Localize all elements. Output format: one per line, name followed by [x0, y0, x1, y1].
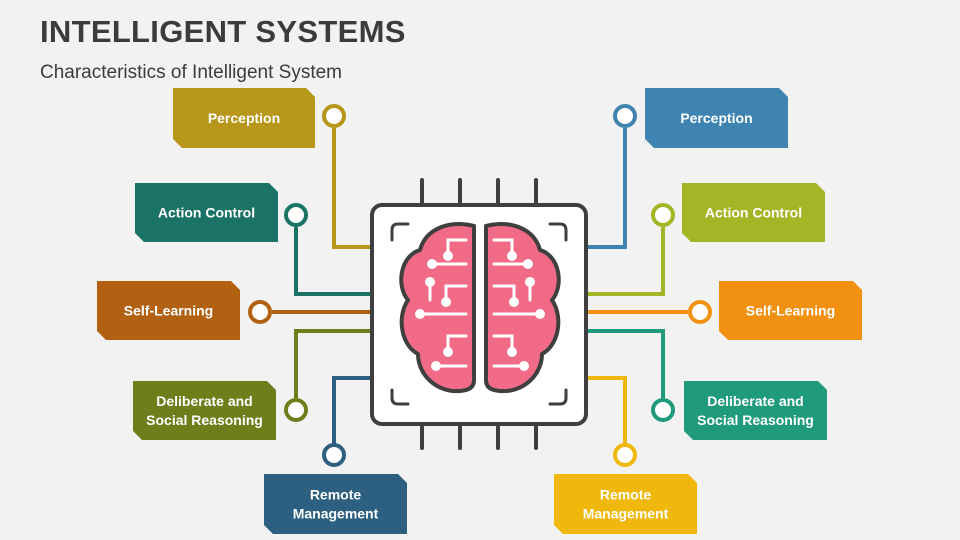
box-shape: [554, 474, 697, 534]
right-characteristic-box: Perception: [645, 88, 788, 148]
brain-chip-icon: [370, 178, 588, 450]
box-label: Perception: [680, 110, 752, 126]
connector-line: [332, 128, 372, 249]
right-connector: [586, 104, 637, 249]
box-label: Management: [293, 506, 379, 522]
connector-node-icon: [688, 300, 712, 324]
box-label: Self-Learning: [746, 303, 835, 319]
connector-node-icon: [322, 104, 346, 128]
left-connector: [284, 329, 372, 422]
connector-node-icon: [284, 398, 308, 422]
left-characteristic-box: Action Control: [135, 183, 278, 242]
right-characteristic-box: Action Control: [682, 183, 825, 242]
box-label: Management: [583, 506, 669, 522]
connector-node-icon: [613, 104, 637, 128]
connector-line: [586, 128, 627, 249]
connector-node-icon: [322, 443, 346, 467]
right-connector: [586, 300, 712, 324]
left-connector: [284, 203, 372, 296]
right-characteristic-box: Self-Learning: [719, 281, 862, 340]
connector-node-icon: [613, 443, 637, 467]
box-shape: [719, 281, 862, 340]
box-label: Action Control: [158, 205, 255, 221]
chip-pins: [420, 178, 538, 450]
right-connector: [586, 329, 675, 422]
brain-icon: [399, 222, 561, 394]
connector-line: [294, 227, 372, 296]
connector-line: [586, 329, 665, 398]
left-characteristic-box: Self-Learning: [97, 281, 240, 340]
box-shape: [684, 381, 827, 440]
box-label: Remote: [600, 487, 652, 503]
box-label: Social Reasoning: [697, 412, 814, 428]
box-shape: [264, 474, 407, 534]
box-shape: [173, 88, 315, 148]
connector-lines: [248, 104, 712, 467]
connector-node-icon: [651, 203, 675, 227]
box-label: Action Control: [705, 205, 802, 221]
connector-line: [586, 227, 665, 296]
connector-node-icon: [284, 203, 308, 227]
left-connector: [322, 104, 372, 249]
connector-node-icon: [651, 398, 675, 422]
box-label: Perception: [208, 110, 280, 126]
right-connector: [586, 203, 675, 296]
box-label: Social Reasoning: [146, 412, 263, 428]
connector-line: [332, 376, 372, 444]
connector-line: [294, 329, 372, 398]
left-characteristic-box: Perception: [173, 88, 315, 148]
connector-line: [586, 376, 627, 444]
page-title: INTELLIGENT SYSTEMS: [40, 14, 406, 49]
left-connector: [248, 300, 372, 324]
box-label: Deliberate and: [156, 393, 252, 409]
box-shape: [133, 381, 276, 440]
right-connector: [586, 376, 637, 467]
page-subtitle: Characteristics of Intelligent System: [40, 62, 343, 83]
box-label: Remote: [310, 487, 362, 503]
connector-node-icon: [248, 300, 272, 324]
box-shape: [135, 183, 278, 242]
chip-corner-marks: [390, 222, 568, 406]
box-shape: [645, 88, 788, 148]
left-connector: [322, 376, 372, 467]
box-label: Deliberate and: [707, 393, 803, 409]
box-label: Self-Learning: [124, 303, 213, 319]
box-shape: [97, 281, 240, 340]
box-shape: [682, 183, 825, 242]
